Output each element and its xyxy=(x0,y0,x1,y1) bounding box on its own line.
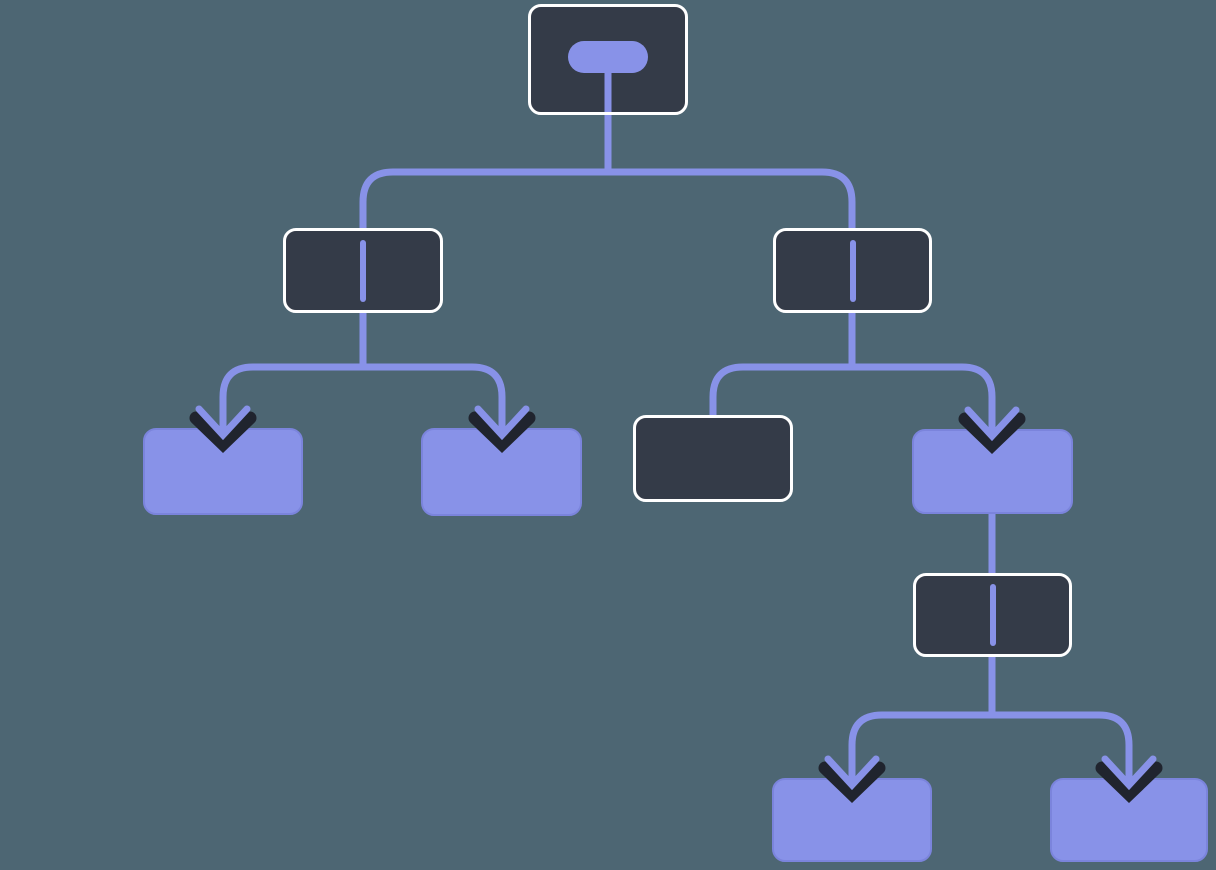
purple-mid-node xyxy=(912,429,1073,514)
tree-connector-left-mid-junction xyxy=(219,363,506,434)
tree-connector-right-mid-junction xyxy=(709,363,996,435)
branch-right-node xyxy=(773,228,932,313)
leaf-node-1 xyxy=(143,428,303,515)
vertical-bar-icon xyxy=(849,239,856,302)
root-node xyxy=(528,4,688,115)
tree-connector-level1-junction xyxy=(359,168,856,230)
leaf-node-3 xyxy=(772,778,932,862)
leaf-node-2 xyxy=(421,428,582,516)
root-pill-icon xyxy=(568,41,648,73)
root-pill-stem xyxy=(604,71,612,112)
plain-dark-node xyxy=(633,415,793,502)
vertical-bar-icon xyxy=(360,239,366,302)
leaf-node-4 xyxy=(1050,778,1208,862)
tree-connector-bottom-junction xyxy=(848,711,1133,784)
branch-bottom-node xyxy=(913,573,1072,657)
branch-left-node xyxy=(283,228,443,313)
vertical-bar-icon xyxy=(989,584,996,646)
